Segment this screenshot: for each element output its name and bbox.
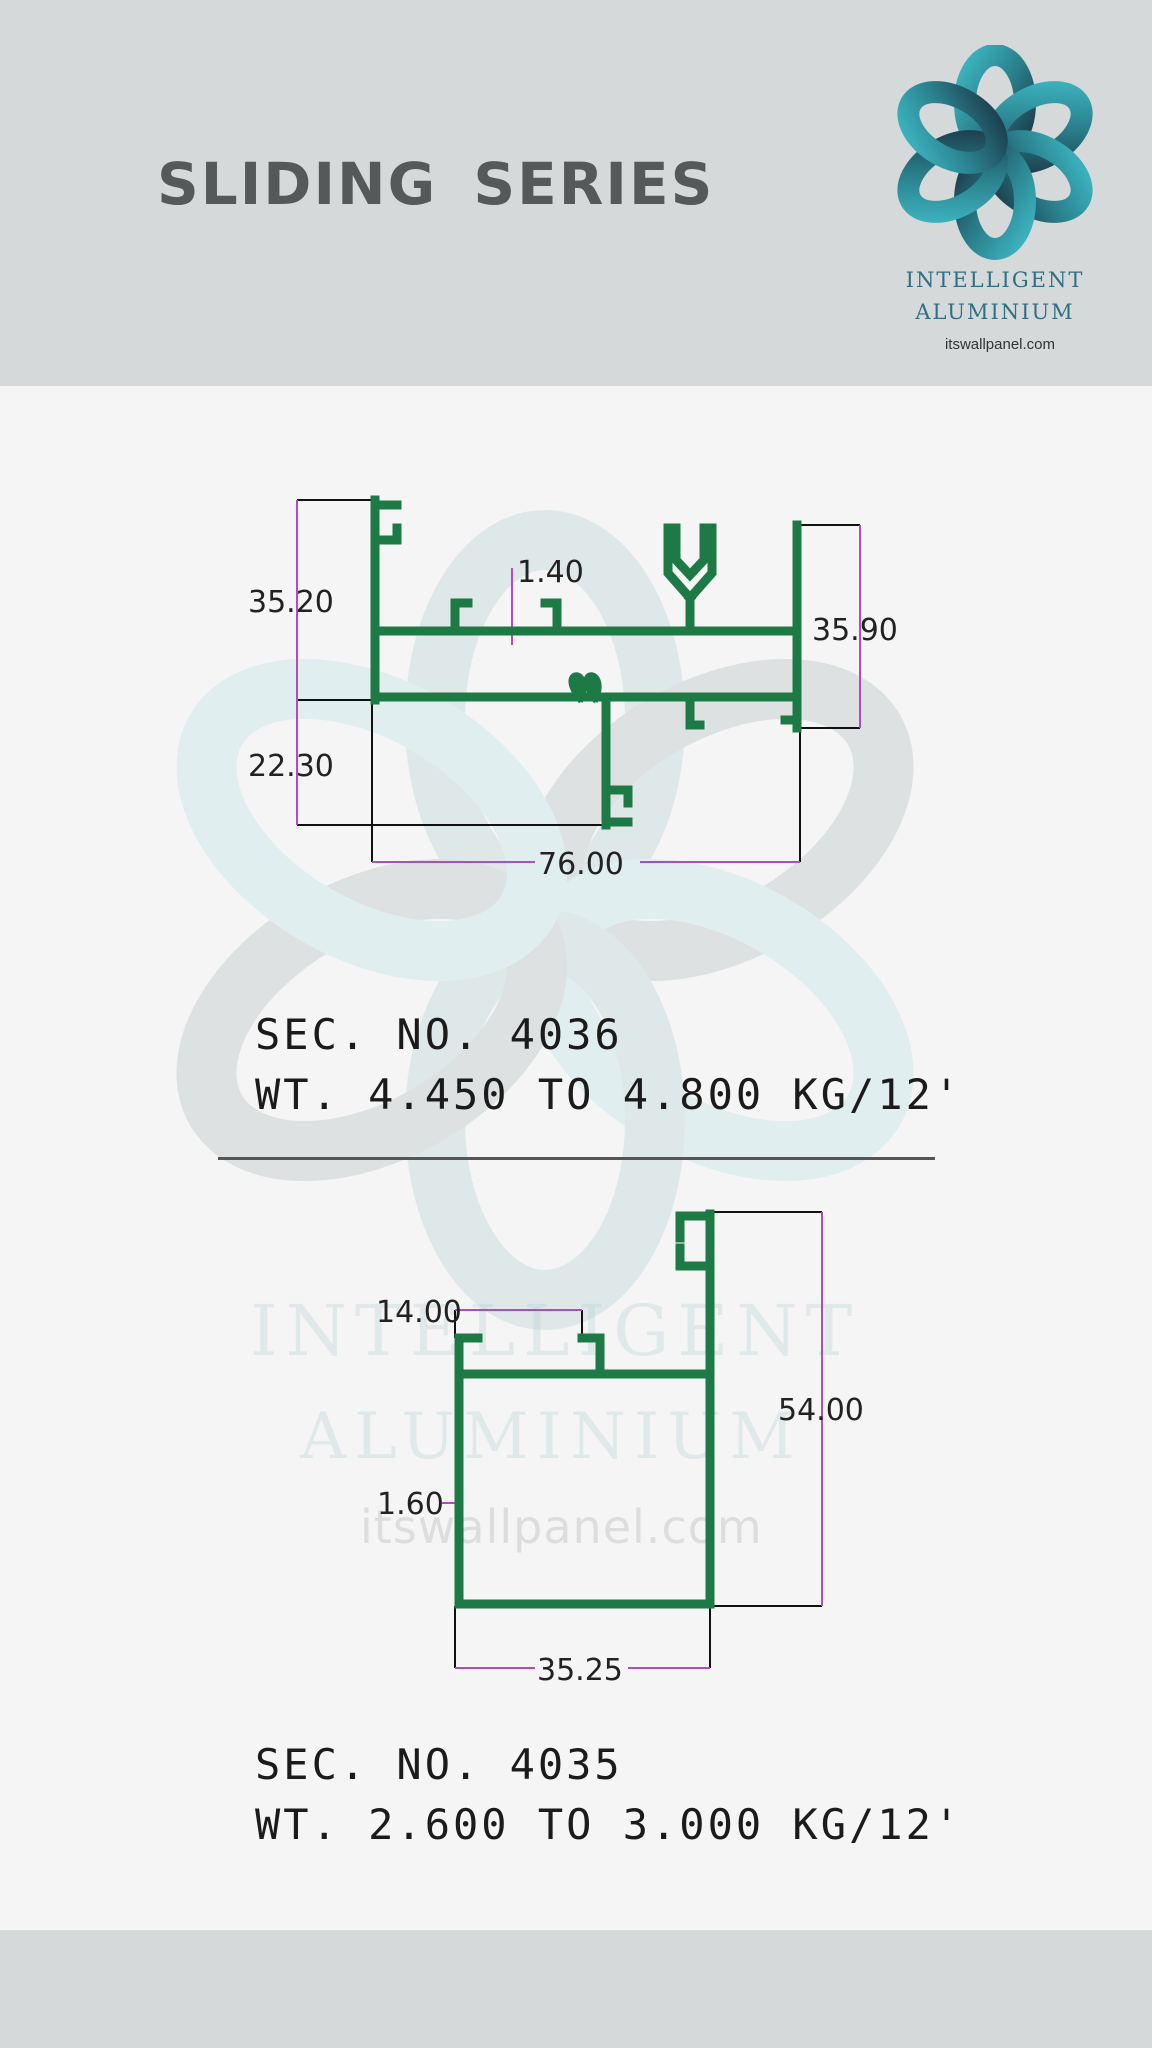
watermark-line1: INTELLIGENT xyxy=(250,1290,861,1372)
brand-website: itswallpanel.com xyxy=(944,336,1056,353)
page-title: SLIDING SERIES xyxy=(157,150,715,218)
weight-4036: WT. 4.450 TO 4.800 KG/12' xyxy=(255,1070,963,1119)
dim-4035-top-width: 14.00 xyxy=(376,1295,462,1330)
dim-4036-height-right: 35.90 xyxy=(812,613,898,648)
dim-4036-lower: 22.30 xyxy=(248,749,334,784)
brand-name-line2: ALUMINIUM xyxy=(915,300,1075,324)
dim-4036-width: 76.00 xyxy=(538,847,624,882)
brand-name-line1: INTELLIGENT xyxy=(905,268,1085,292)
dim-4035-width: 35.25 xyxy=(537,1653,623,1688)
dim-4035-height: 54.00 xyxy=(778,1393,864,1428)
dim-4035-wall: 1.60 xyxy=(377,1487,444,1522)
watermark-line3: itswallpanel.com xyxy=(360,1500,763,1554)
sec-no-4035: SEC. NO. 4035 xyxy=(255,1740,623,1789)
weight-4035: WT. 2.600 TO 3.000 KG/12' xyxy=(255,1800,963,1849)
footer-band xyxy=(0,1930,1152,2048)
header-band: SLIDING SERIES INTELLIGENT ALUMINIUM its… xyxy=(0,0,1152,386)
intelligent-aluminium-logo-icon xyxy=(897,45,1093,260)
sec-no-4036: SEC. NO. 4036 xyxy=(255,1010,623,1059)
dim-4036-wall: 1.40 xyxy=(517,555,584,590)
dim-4036-height-left: 35.20 xyxy=(248,585,334,620)
section-divider xyxy=(218,1157,935,1160)
